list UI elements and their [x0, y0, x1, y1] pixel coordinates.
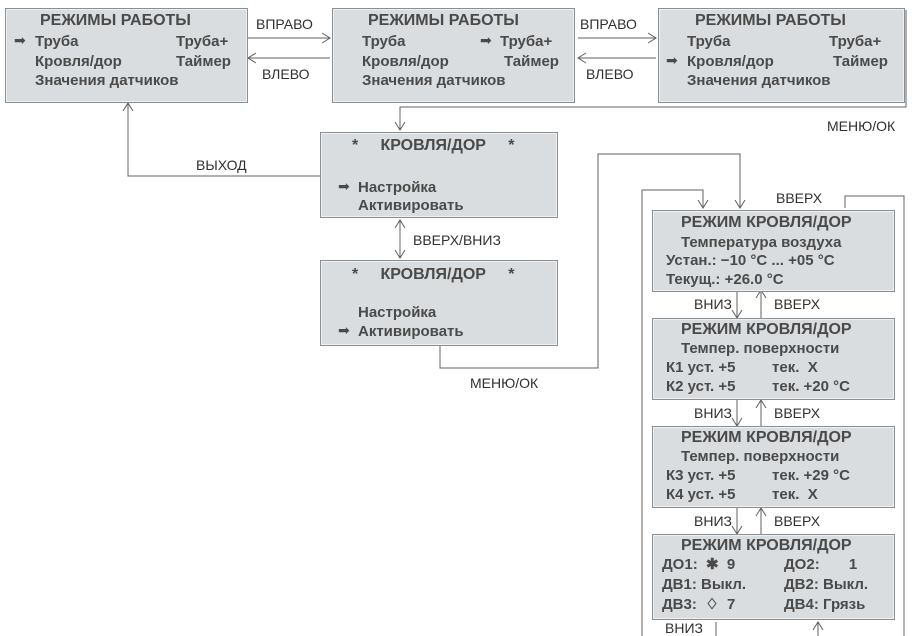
status-dv2: ДВ2: Выкл. — [784, 576, 869, 593]
pointer-arrow-icon: ➡ — [14, 32, 26, 48]
surf2-k4: К4 уст. +5 — [666, 486, 736, 503]
status-dv4: ДВ4: Грязь — [784, 596, 866, 613]
menu-screen-1 — [5, 8, 248, 103]
surf2-k3-value: тек. +29 °C — [772, 467, 850, 484]
mode-title: РЕЖИМ КРОВЛЯ/ДОР — [681, 537, 852, 554]
status-dv3: ДВ3: ♢ 7 — [662, 596, 736, 613]
menu-item-truba-plus[interactable]: Труба+ — [500, 33, 553, 50]
label-up: ВВЕРХ — [774, 513, 821, 529]
menu-item-taimer[interactable]: Таймер — [504, 53, 559, 70]
menu-screen-2 — [332, 8, 575, 103]
label-right: ВПРАВО — [256, 16, 313, 32]
label-exit: ВЫХОД — [196, 157, 247, 173]
surf2-line-1: Темпер. поверхности — [681, 448, 840, 465]
label-up: ВВЕРХ — [774, 296, 821, 312]
menu-item-truba[interactable]: Труба — [35, 33, 79, 50]
menu-item-taimer[interactable]: Таймер — [176, 53, 231, 70]
menu-item-truba[interactable]: Труба — [362, 33, 406, 50]
pointer-arrow-icon: ➡ — [338, 322, 350, 338]
status-do2: ДО2: 1 — [784, 556, 858, 573]
mode-title: РЕЖИМ КРОВЛЯ/ДОР — [681, 429, 852, 446]
mode-title: РЕЖИМ КРОВЛЯ/ДОР — [681, 214, 852, 231]
surf2-k3: К3 уст. +5 — [666, 467, 736, 484]
krovlya-item-setup[interactable]: Настройка — [358, 179, 437, 196]
label-up-down: ВВЕРХ/ВНИЗ — [413, 232, 501, 248]
air-line-1: Температура воздуха — [681, 234, 842, 251]
label-left: ВЛЕВО — [586, 66, 634, 82]
surf1-line-1: Темпер. поверхности — [681, 340, 840, 357]
label-menu-ok: МЕНЮ/ОК — [827, 118, 896, 134]
status-do1: ДО1: ✱ 9 — [662, 556, 736, 573]
pointer-arrow-icon: ➡ — [480, 32, 492, 48]
menu-screen-3 — [658, 8, 905, 103]
krovlya-title: * КРОВЛЯ/ДОР * — [352, 266, 515, 283]
surf1-k1: К1 уст. +5 — [666, 359, 736, 376]
pointer-arrow-icon: ➡ — [666, 52, 678, 68]
krovlya-item-activate[interactable]: Активировать — [358, 323, 464, 340]
label-down: ВНИЗ — [694, 296, 732, 312]
label-up: ВВЕРХ — [776, 190, 823, 206]
label-down: ВНИЗ — [665, 620, 703, 636]
menu-item-truba-plus[interactable]: Труба+ — [829, 33, 882, 50]
krovlya-screen-2 — [320, 260, 558, 346]
menu-item-sensors[interactable]: Значения датчиков — [687, 72, 831, 89]
menu-title: РЕЖИМЫ РАБОТЫ — [40, 12, 191, 29]
surf1-k2: К2 уст. +5 — [666, 378, 736, 395]
krovlya-title: * КРОВЛЯ/ДОР * — [352, 137, 515, 154]
surf1-k2-value: тек. +20 °C — [772, 378, 850, 395]
surf1-k1-value: тек. X — [772, 359, 818, 376]
label-down: ВНИЗ — [694, 513, 732, 529]
menu-item-krovlya[interactable]: Кровля/дор — [35, 53, 122, 70]
label-menu-ok: МЕНЮ/ОК — [470, 375, 539, 391]
krovlya-item-activate[interactable]: Активировать — [358, 197, 464, 214]
menu-item-sensors[interactable]: Значения датчиков — [362, 72, 506, 89]
menu-title: РЕЖИМЫ РАБОТЫ — [695, 12, 846, 29]
menu-item-taimer[interactable]: Таймер — [833, 53, 888, 70]
menu-item-krovlya[interactable]: Кровля/дор — [687, 53, 774, 70]
krovlya-screen-1 — [320, 132, 558, 218]
menu-item-truba-plus[interactable]: Труба+ — [176, 33, 229, 50]
mode-screen-air — [652, 210, 895, 292]
krovlya-item-setup[interactable]: Настройка — [358, 304, 437, 321]
pointer-arrow-icon: ➡ — [338, 178, 350, 194]
mode-screen-status — [652, 534, 895, 620]
label-down: ВНИЗ — [694, 405, 732, 421]
label-left: ВЛЕВО — [262, 66, 310, 82]
mode-screen-surface-2 — [652, 426, 895, 508]
menu-item-sensors[interactable]: Значения датчиков — [35, 72, 179, 89]
mode-screen-surface-1 — [652, 318, 895, 400]
status-dv1: ДВ1: Выкл. — [662, 576, 747, 593]
surf2-k4-value: тек. X — [772, 486, 818, 503]
menu-item-truba[interactable]: Труба — [687, 33, 731, 50]
label-up: ВВЕРХ — [774, 405, 821, 421]
mode-title: РЕЖИМ КРОВЛЯ/ДОР — [681, 321, 852, 338]
menu-item-krovlya[interactable]: Кровля/дор — [362, 53, 449, 70]
air-line-3: Текущ.: +26.0 °C — [666, 271, 784, 288]
menu-title: РЕЖИМЫ РАБОТЫ — [368, 12, 519, 29]
label-right: ВПРАВО — [580, 16, 637, 32]
air-line-2: Устан.: −10 °C ... +05 °C — [666, 252, 835, 269]
